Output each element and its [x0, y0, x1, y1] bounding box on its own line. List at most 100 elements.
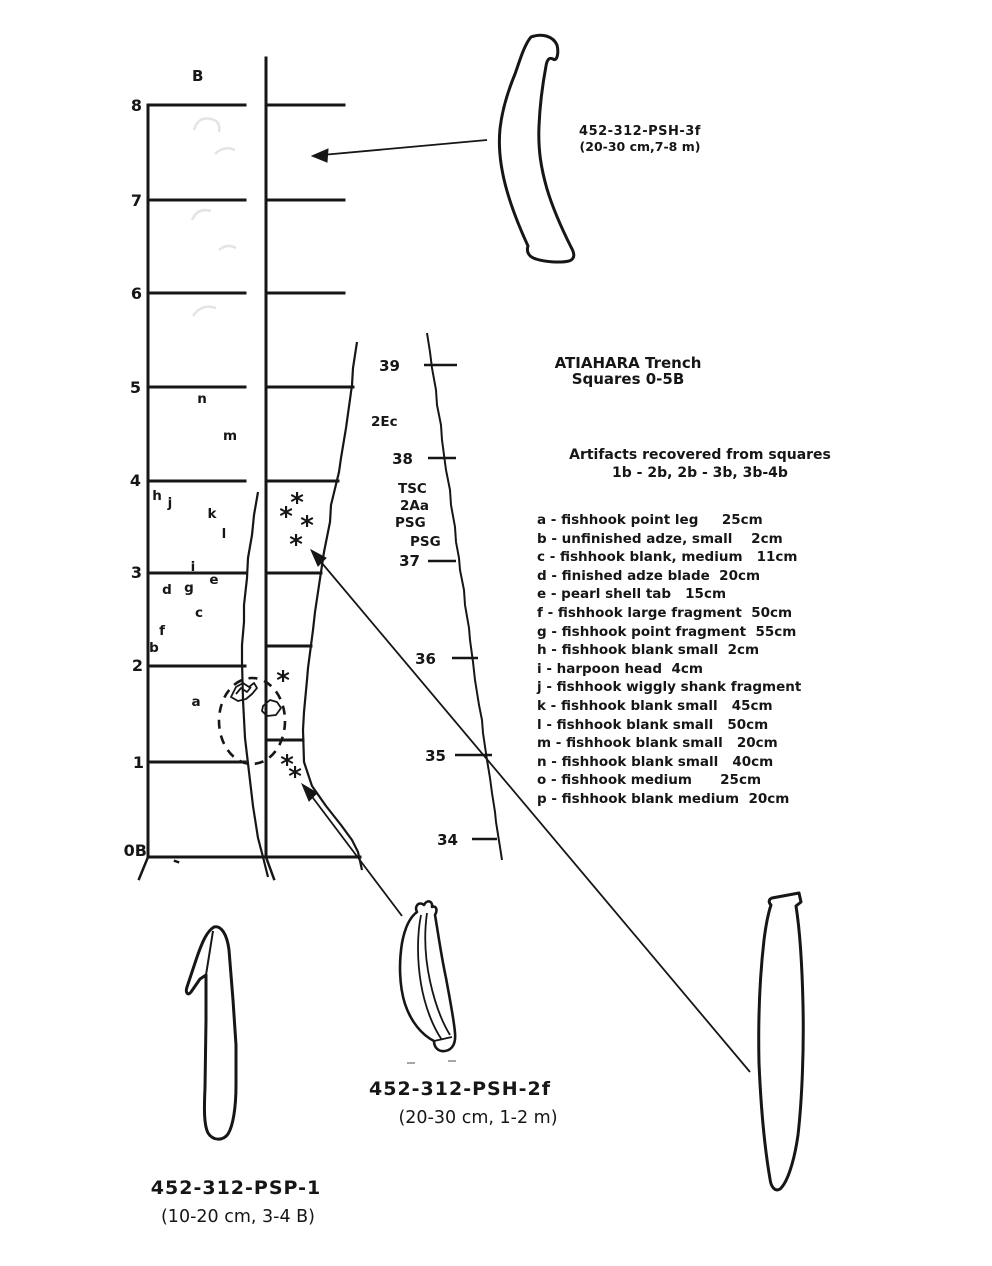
figure-title-line1: ATIAHARA Trench — [554, 354, 702, 372]
depth-label-8: 8 — [131, 96, 142, 115]
profile-label-35: 35 — [425, 747, 446, 765]
trench-grid — [137, 56, 362, 881]
artifact-key-row-o: o - fishhook medium 25cm — [537, 772, 762, 789]
find-letter-h: h — [152, 488, 162, 504]
east-wall-edge — [301, 341, 364, 871]
artifact-key-row-l: l - fishhook blank small 50cm — [537, 716, 769, 733]
feature-area — [217, 676, 287, 766]
figure-title-line2: Squares 0-5B — [571, 370, 685, 388]
profile-slant-line — [426, 332, 503, 861]
find-letter-g: g — [184, 580, 194, 596]
find-marker-star: * — [289, 530, 303, 560]
find-marker-star: * — [276, 666, 290, 696]
depth-label-6: 6 — [131, 284, 142, 303]
find-letter-d: d — [162, 582, 172, 598]
psh2f-inner-contours — [417, 912, 453, 1042]
artifact-key-row-p: p - fishhook blank medium 20cm — [537, 790, 790, 807]
profile-label-34: 34 — [437, 831, 458, 849]
find-letter-f: f — [159, 623, 165, 639]
find-letter-i: i — [191, 559, 196, 575]
specimen-caption-psh3f: 452-312-PSH-3f (20-30 cm,7-8 m) — [552, 124, 728, 154]
figure-subtitle-line2: 1b - 2b, 2b - 3b, 3b-4b — [612, 465, 788, 481]
shell-fragments — [230, 682, 282, 717]
artifact-psp1-drawing — [184, 925, 238, 1141]
profile-label-39: 39 — [379, 357, 400, 375]
find-letter-m: m — [223, 428, 237, 444]
depth-label-3: 3 — [131, 563, 142, 582]
find-marker-stars: ******* — [276, 488, 314, 792]
arrowhead — [300, 782, 318, 802]
baseline-flares — [137, 855, 276, 881]
shell-fragment — [230, 682, 258, 702]
artifact-key-row-g: g - fishhook point fragment 55cm — [537, 623, 797, 640]
leader-from-blade — [315, 555, 751, 1073]
find-marker-star: * — [279, 502, 293, 532]
find-marker-star: * — [288, 762, 302, 792]
specimen-id-psp1: 452-312-PSP-1 — [150, 1177, 322, 1199]
west-wall-edge — [240, 491, 270, 878]
ghost-mark — [192, 117, 221, 133]
artifact-key-row-d: d - finished adze blade 20cm — [537, 567, 761, 584]
artifact-key-row-f: f - fishhook large fragment 50cm — [537, 604, 793, 621]
column-b-label: B — [192, 67, 203, 85]
depth-label-7: 7 — [131, 191, 142, 210]
figure-title: ATIAHARA Trench Squares 0-5B — [528, 355, 728, 387]
depth-scale-labels: 8 7 6 5 4 3 2 1 0B — [124, 96, 147, 860]
specimen-provenance: (20-30 cm,7-8 m) — [579, 139, 701, 154]
profile-tick-marks — [424, 363, 497, 841]
arrow-to-square7-8 — [321, 139, 488, 156]
artifact-key-row-k: k - fishhook blank small 45cm — [537, 697, 773, 714]
shell-fragment — [261, 699, 282, 717]
artifact-key-row-h: h - fishhook blank small 2cm — [537, 642, 760, 659]
artifact-key-row-e: e - pearl shell tab 15cm — [537, 586, 727, 603]
find-marker-star: * — [280, 750, 294, 780]
ghost-mark — [218, 244, 237, 251]
find-letter-l: l — [222, 526, 227, 542]
ghost-marks — [190, 117, 237, 317]
artifact-key-row-j: j - fishhook wiggly shank fragment — [537, 679, 802, 696]
profile-label-38: 38 — [392, 450, 413, 468]
ghost-mark — [191, 305, 217, 317]
find-marker-star: * — [290, 488, 304, 518]
depth-label-5: 5 — [130, 378, 141, 397]
profile-label-2Aa: 2Aa — [400, 498, 429, 514]
depth-label-1: 1 — [133, 753, 144, 772]
ghost-mark — [190, 208, 212, 221]
find-letter-c: c — [195, 605, 203, 621]
specimen-provenance-psp1: (10-20 cm, 3-4 B) — [160, 1207, 315, 1227]
specimen-provenance-psh2f: (20-30 cm, 1-2 m) — [398, 1108, 558, 1128]
artifact-key-row-b: b - unfinished adze, small 2cm — [537, 530, 783, 547]
artifact-key-row-n: n - fishhook blank small 40cm — [537, 753, 774, 770]
find-letter-e: e — [209, 572, 218, 588]
artifact-key-row-m: m - fishhook blank small 20cm — [537, 735, 778, 752]
leader-from-psh2f — [306, 789, 403, 917]
find-letter-b: b — [149, 640, 159, 656]
artifact-key-row-i: i - harpoon head 4cm — [537, 660, 703, 677]
profile-section — [424, 332, 503, 861]
find-letter-k: k — [208, 506, 218, 522]
artifact-key-row-c: c - fishhook blank, medium 11cm — [537, 549, 798, 566]
profile-label-36: 36 — [415, 650, 436, 668]
psh2f-base-dashes — [407, 1060, 456, 1064]
leader-arrows — [300, 139, 751, 1073]
feature-dashed-circle — [217, 676, 287, 766]
specimen-id-psh2f: 452-312-PSH-2f — [369, 1078, 551, 1100]
depth-label-0B: 0B — [124, 841, 147, 860]
depth-label-2: 2 — [132, 656, 143, 675]
profile-label-37: 37 — [399, 552, 420, 570]
figure-subtitle-line1: Artifacts recovered from squares — [569, 447, 831, 463]
profile-label-TSC: TSC — [398, 481, 427, 497]
depth-label-4: 4 — [130, 471, 141, 490]
profile-label-2Ec: 2Ec — [371, 414, 398, 430]
arrowhead — [310, 148, 329, 163]
find-letter-n: n — [197, 391, 207, 407]
ghost-mark — [214, 146, 236, 155]
trench-wall-edges — [240, 341, 364, 878]
artifact-drawings — [184, 33, 805, 1192]
artifact-psh3f-drawing — [497, 33, 576, 264]
